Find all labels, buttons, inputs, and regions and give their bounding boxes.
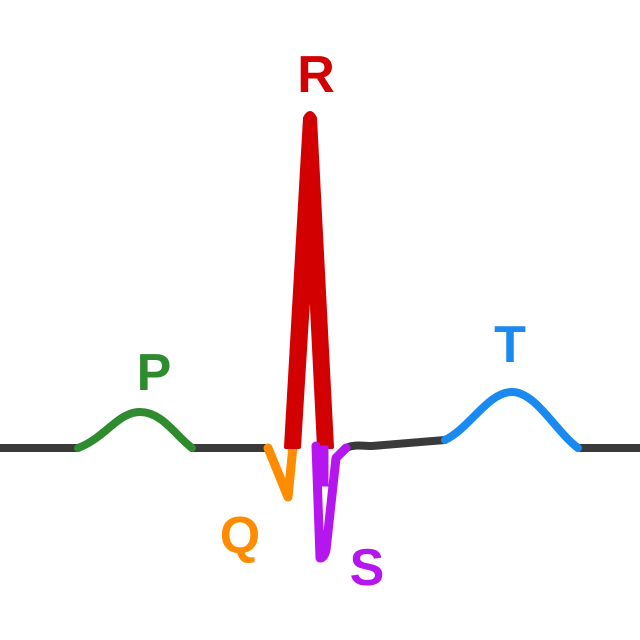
label-q: Q [220,507,260,565]
label-p: P [137,344,172,402]
label-r: R [297,46,335,104]
q-wave [263,441,298,502]
s-wave [311,441,351,563]
p-wave [74,408,196,452]
r-wave [284,111,334,449]
label-s: S [350,539,385,597]
s-wave-fill [315,445,329,487]
baseline-st-segment [342,436,449,452]
t-wave [441,388,582,452]
label-t: T [494,316,526,374]
